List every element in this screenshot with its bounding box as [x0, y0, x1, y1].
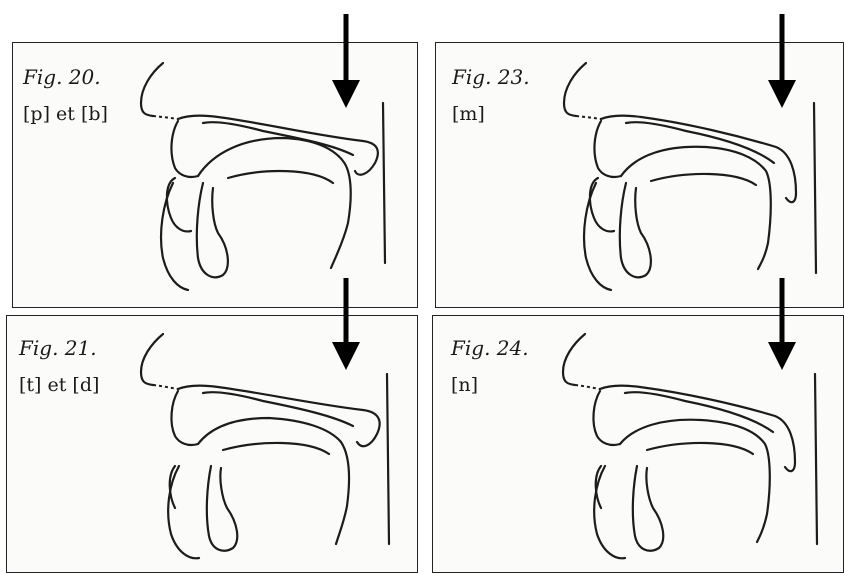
down-arrow-icon [768, 14, 796, 108]
down-arrow-icon [768, 278, 796, 370]
down-arrow-icon [332, 278, 360, 370]
down-arrow-icon [332, 14, 360, 108]
